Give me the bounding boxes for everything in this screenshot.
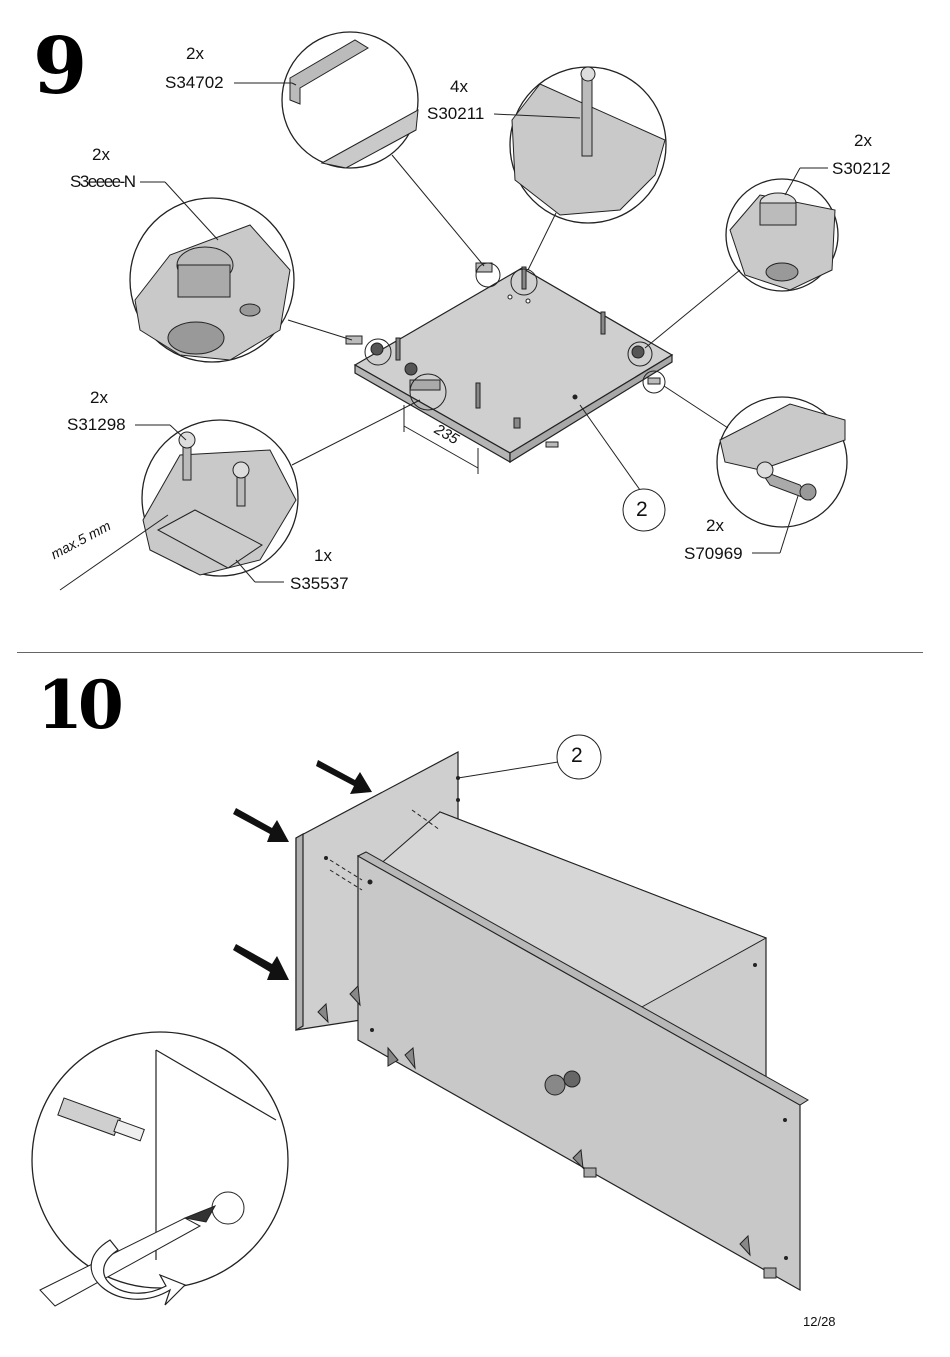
- part-qty-s3eeee: 2x: [92, 145, 110, 164]
- part-qty-s34702: 2x: [186, 44, 204, 63]
- part-code-s34702: S34702: [165, 73, 224, 92]
- step10-panel-ref-circle: [556, 734, 602, 780]
- board-panel: [353, 267, 674, 464]
- part-qty-s30211: 4x: [450, 77, 468, 96]
- step-10-illustration: [31, 734, 809, 1307]
- step-9-number: 9: [33, 21, 87, 112]
- page-number: 12/28: [803, 1314, 836, 1329]
- step9-panel-ref-circle: [622, 488, 666, 532]
- part-code-s30212: S30212: [832, 159, 891, 178]
- rotation-arrow: [90, 1239, 187, 1306]
- step9-panel-ref: 2: [636, 498, 648, 521]
- part-qty-s70969: 2x: [706, 516, 724, 535]
- part-qty-s31298: 2x: [90, 388, 108, 407]
- part-qty-s30212: 2x: [854, 131, 872, 150]
- push-arrow-mid: [233, 808, 289, 842]
- step10-panel-ref: 2: [571, 744, 583, 767]
- step-divider: [17, 652, 923, 653]
- part-code-s3eeee: S3eeee-N: [70, 172, 136, 191]
- screwdriver-detail-circle: [31, 1031, 289, 1289]
- part-code-s70969: S70969: [684, 544, 743, 563]
- push-arrow-top: [316, 760, 372, 794]
- part-code-s31298: S31298: [67, 415, 126, 434]
- step-10-number: 10: [37, 666, 124, 744]
- step-9-illustration: [59, 31, 848, 591]
- part-code-s35537: S35537: [290, 574, 349, 593]
- part-code-s30211: S30211: [427, 104, 485, 123]
- part-qty-s35537: 1x: [314, 546, 332, 565]
- push-arrow-bottom: [233, 944, 289, 980]
